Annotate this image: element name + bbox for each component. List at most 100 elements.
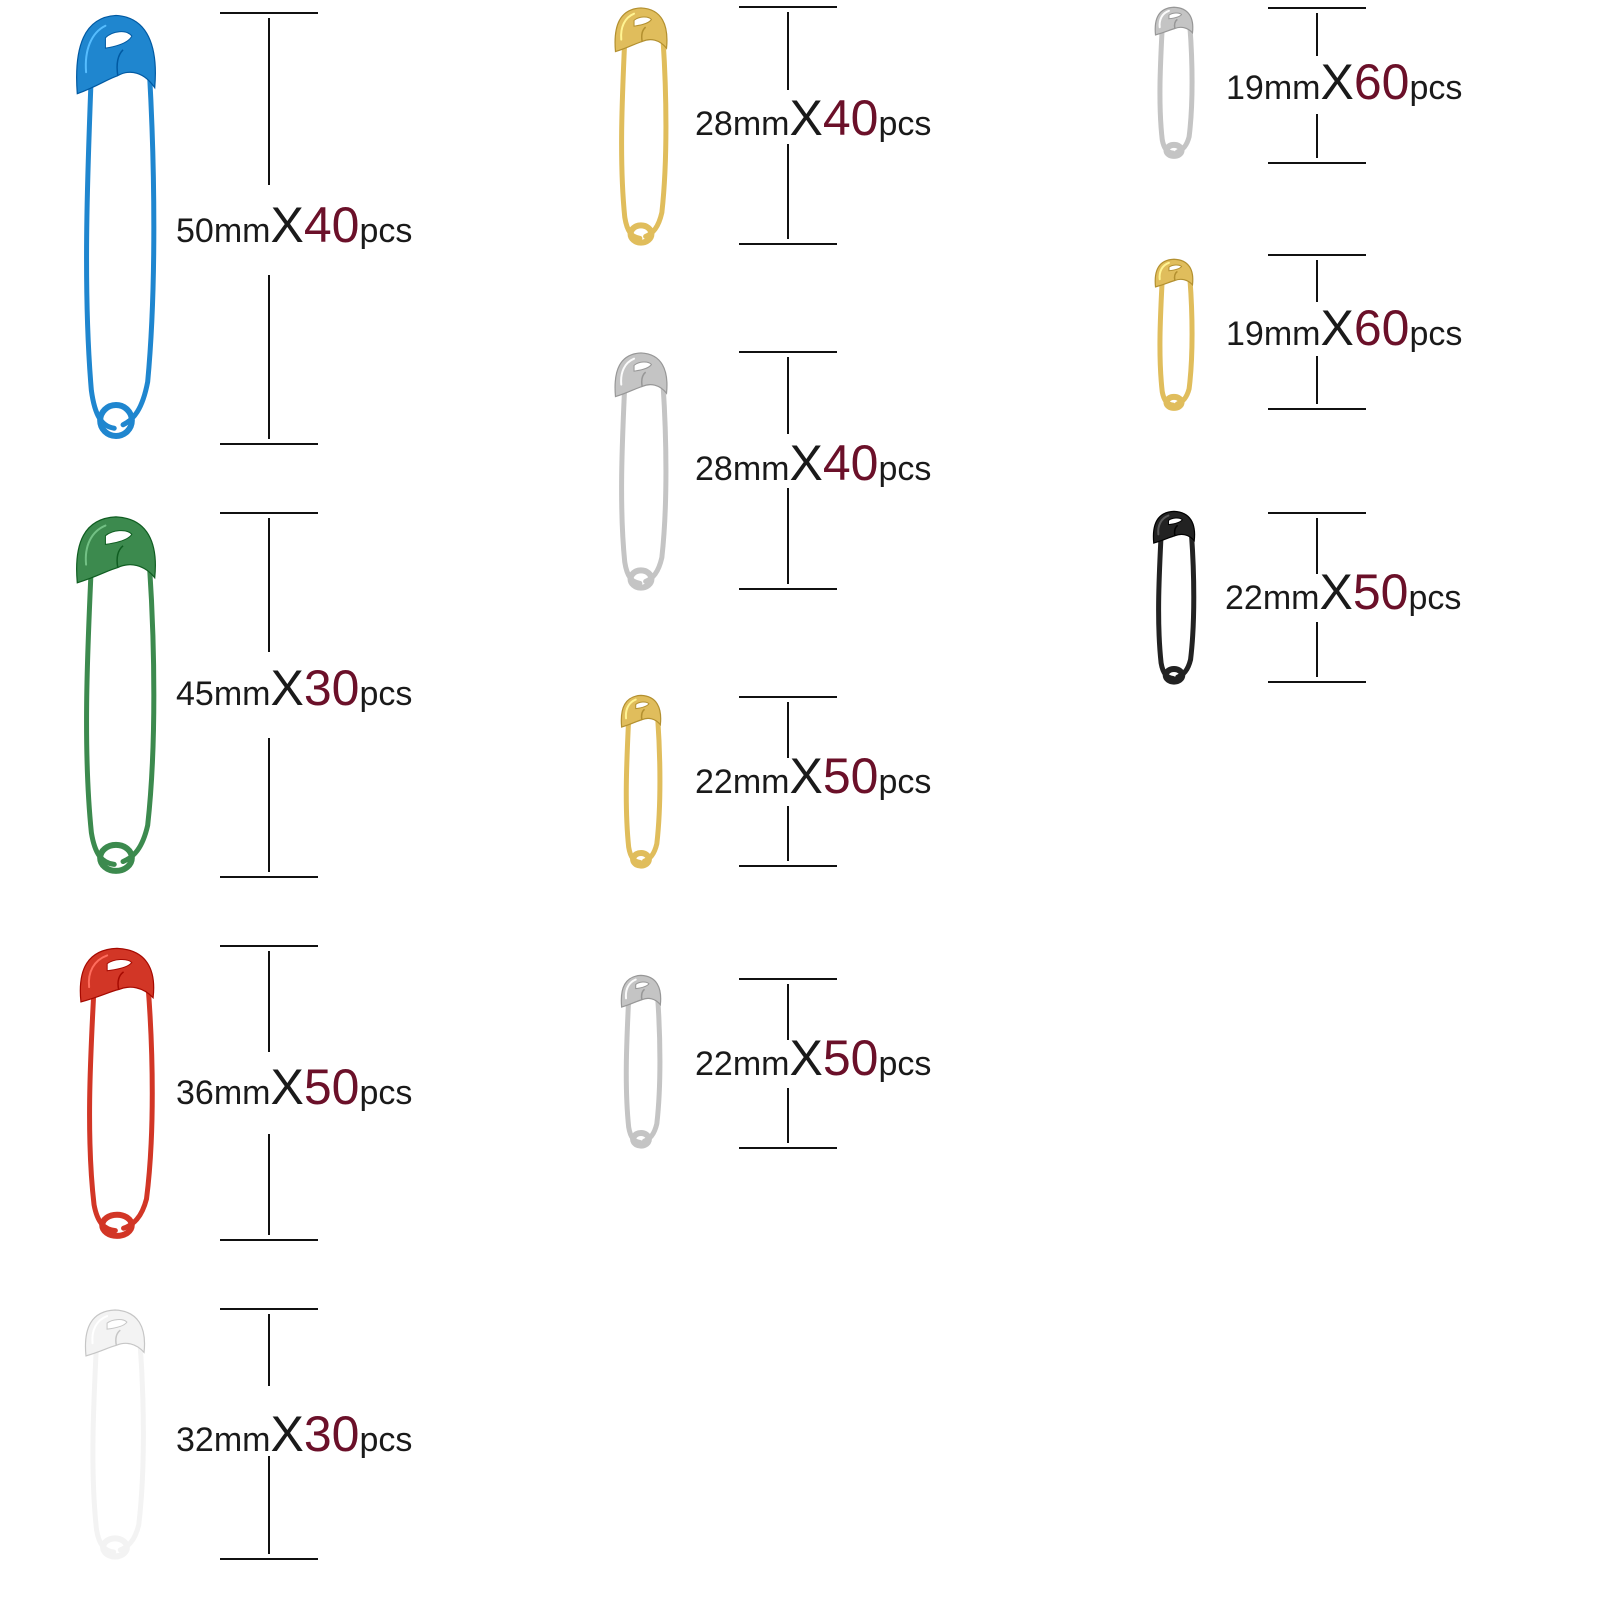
dimension-bracket [220, 1308, 318, 1560]
pin-highlight [1160, 263, 1169, 279]
size-text: 32mm [176, 1421, 271, 1459]
quantity-number: 60 [1353, 54, 1410, 110]
times-symbol: X [270, 660, 304, 716]
pieces-unit: pcs [1408, 579, 1462, 617]
pin-wire [622, 40, 666, 239]
white-safety-pin-icon [82, 1308, 148, 1560]
silver-safety-pin-icon [619, 974, 663, 1148]
pin-clasp-split [117, 50, 123, 76]
pin-clasp [77, 15, 156, 93]
dimension-line-upper [787, 357, 789, 434]
dimension-bracket [739, 6, 837, 245]
pieces-unit: pcs [878, 1045, 932, 1083]
pin-coil [1166, 397, 1181, 408]
pin-highlight [1158, 516, 1168, 535]
pin-coil [633, 1133, 649, 1146]
dimension-line-upper [787, 984, 789, 1040]
pin-highlight [92, 1316, 107, 1343]
quantity-number: 50 [303, 1059, 360, 1115]
pin-highlight [1160, 11, 1169, 27]
dimension-line-upper [787, 12, 789, 90]
dimension-line-lower [1316, 622, 1318, 677]
dimension-line-lower [787, 144, 789, 239]
dimension-line-lower [1316, 114, 1318, 158]
dimension-line-upper [268, 18, 270, 185]
times-symbol: X [270, 1406, 304, 1462]
pin-clasp-slot [634, 17, 651, 26]
pin-clasp-split [118, 972, 124, 990]
pin-clasp-slot [636, 982, 649, 989]
pin-clasp-split [642, 27, 646, 41]
dimension-cap-bottom [1268, 681, 1366, 683]
size-quantity-label: 28mmX40pcs [695, 438, 931, 488]
silver-safety-pin-icon [612, 351, 670, 591]
dimension-cap-top [220, 512, 318, 514]
pin-clasp-split [1175, 525, 1178, 535]
size-text: 28mm [695, 450, 790, 488]
quantity-number: 40 [303, 197, 360, 253]
pin-coil [100, 405, 132, 436]
pin-clasp-slot [1168, 518, 1182, 525]
dimension-cap-bottom [739, 243, 837, 245]
pin-wire [1160, 279, 1192, 405]
times-symbol: X [1320, 300, 1354, 356]
quantity-number: 30 [303, 1406, 360, 1462]
dimension-cap-bottom [220, 1239, 318, 1241]
size-quantity-label: 32mmX30pcs [176, 1409, 412, 1459]
dimension-bracket [1268, 7, 1366, 164]
dimension-cap-bottom [1268, 162, 1366, 164]
pin-clasp [1153, 511, 1194, 543]
pieces-unit: pcs [878, 450, 932, 488]
pieces-unit: pcs [1409, 69, 1463, 107]
quantity-number: 50 [1352, 564, 1409, 620]
dimension-cap-top [1268, 512, 1366, 514]
dimension-line-upper [268, 951, 270, 1052]
pin-wire [622, 385, 666, 584]
pin-clasp-slot [1169, 13, 1182, 19]
dimension-cap-bottom [739, 588, 837, 590]
pin-coil [631, 570, 652, 587]
dimension-cap-top [220, 12, 318, 14]
pin-clasp-slot [634, 362, 651, 371]
dimension-line-upper [268, 1314, 270, 1386]
pin-coil [100, 845, 132, 871]
size-text: 45mm [176, 675, 271, 713]
pin-coil [102, 1215, 132, 1236]
dimension-cap-top [739, 696, 837, 698]
pin-highlight [621, 14, 634, 40]
dimension-bracket [220, 512, 318, 878]
dimension-line-lower [1316, 356, 1318, 404]
pin-wire [1160, 27, 1192, 153]
pin-clasp [615, 353, 667, 397]
pin-clasp-split [642, 989, 645, 999]
blue-safety-pin-icon [72, 12, 160, 442]
pin-wire [626, 998, 660, 1142]
pin-coil [631, 225, 652, 242]
pin-clasp-slot [636, 702, 649, 709]
times-symbol: X [789, 1030, 823, 1086]
dimension-line-lower [268, 275, 270, 439]
times-symbol: X [789, 435, 823, 491]
quantity-number: 50 [822, 748, 879, 804]
dimension-line-upper [1316, 260, 1318, 302]
pin-clasp [80, 948, 153, 1002]
pin-coil [103, 1538, 127, 1556]
times-symbol: X [789, 90, 823, 146]
dimension-line-upper [1316, 518, 1318, 574]
dimension-line-upper [1316, 13, 1318, 56]
dimension-cap-top [1268, 254, 1366, 256]
quantity-number: 60 [1353, 300, 1410, 356]
dimension-cap-bottom [739, 1147, 837, 1149]
dimension-bracket [1268, 254, 1366, 410]
pin-wire [626, 718, 660, 862]
size-text: 22mm [695, 1045, 790, 1083]
dimension-cap-top [220, 945, 318, 947]
size-text: 22mm [695, 763, 790, 801]
pieces-unit: pcs [359, 1421, 413, 1459]
pieces-unit: pcs [359, 212, 413, 250]
pin-clasp [77, 517, 156, 583]
dimension-line-lower [787, 806, 789, 861]
dimension-cap-bottom [220, 1558, 318, 1560]
dimension-cap-top [739, 351, 837, 353]
pin-clasp [615, 8, 667, 52]
